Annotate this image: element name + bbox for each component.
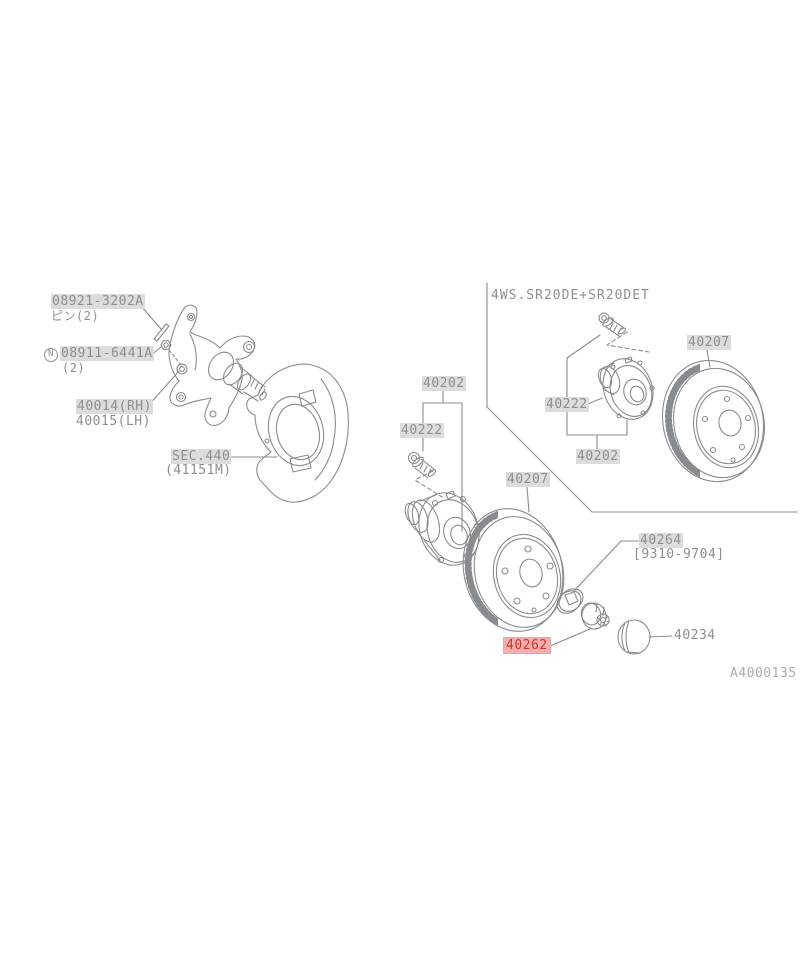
section-ref-41151m: (41151M) (165, 463, 232, 478)
circled-n-icon: N (44, 347, 58, 362)
pin-drawing (154, 324, 169, 341)
inset-header: 4WS.SR20DE+SR20DET (491, 288, 650, 303)
lock-nut-drawing (579, 600, 609, 631)
part-label-40222-main[interactable]: 40222 (400, 423, 444, 438)
brake-rotor-drawing (450, 498, 575, 642)
section-label-sec440[interactable]: SEC.440 (171, 449, 232, 464)
splash-shield-drawing (247, 364, 349, 502)
part-label-40264[interactable]: 40264 (639, 533, 683, 548)
small-nut-drawing (161, 341, 171, 350)
part-label-40222-inset[interactable]: 40222 (545, 397, 589, 412)
part-label-08921-3202A[interactable]: 08921-3202A (51, 294, 145, 309)
steering-knuckle-drawing (169, 305, 268, 425)
part-range-40264: [9310-9704] (633, 547, 725, 562)
part-label-40207-inset[interactable]: 40207 (687, 335, 731, 350)
part-label-40014-rh[interactable]: 40014(RH) (76, 399, 153, 414)
inset-wheel-hub-drawing (595, 352, 661, 427)
part-label-40262-selected[interactable]: 40262 (503, 637, 551, 654)
part-label-40202-inset[interactable]: 40202 (576, 449, 620, 464)
inset-hub-bolt-drawing (599, 313, 626, 336)
inset-brake-rotor-drawing (651, 351, 774, 491)
hub-bolt-drawing (409, 453, 437, 479)
part-note-nut-qty: (2) (62, 361, 86, 375)
part-label-40202-main[interactable]: 40202 (422, 376, 466, 391)
hub-cap-drawing (618, 620, 650, 654)
part-note-pin-qty: ピン(2) (51, 309, 100, 323)
part-label-40207-main[interactable]: 40207 (506, 472, 550, 487)
diagram-code: A4000135 (730, 666, 797, 681)
part-label-40234[interactable]: 40234 (674, 628, 716, 643)
leader-lines (140, 305, 710, 647)
inset-boundary-line (487, 283, 797, 512)
part-label-40015-lh[interactable]: 40015(LH) (76, 414, 151, 429)
washer-drawing (553, 584, 588, 618)
